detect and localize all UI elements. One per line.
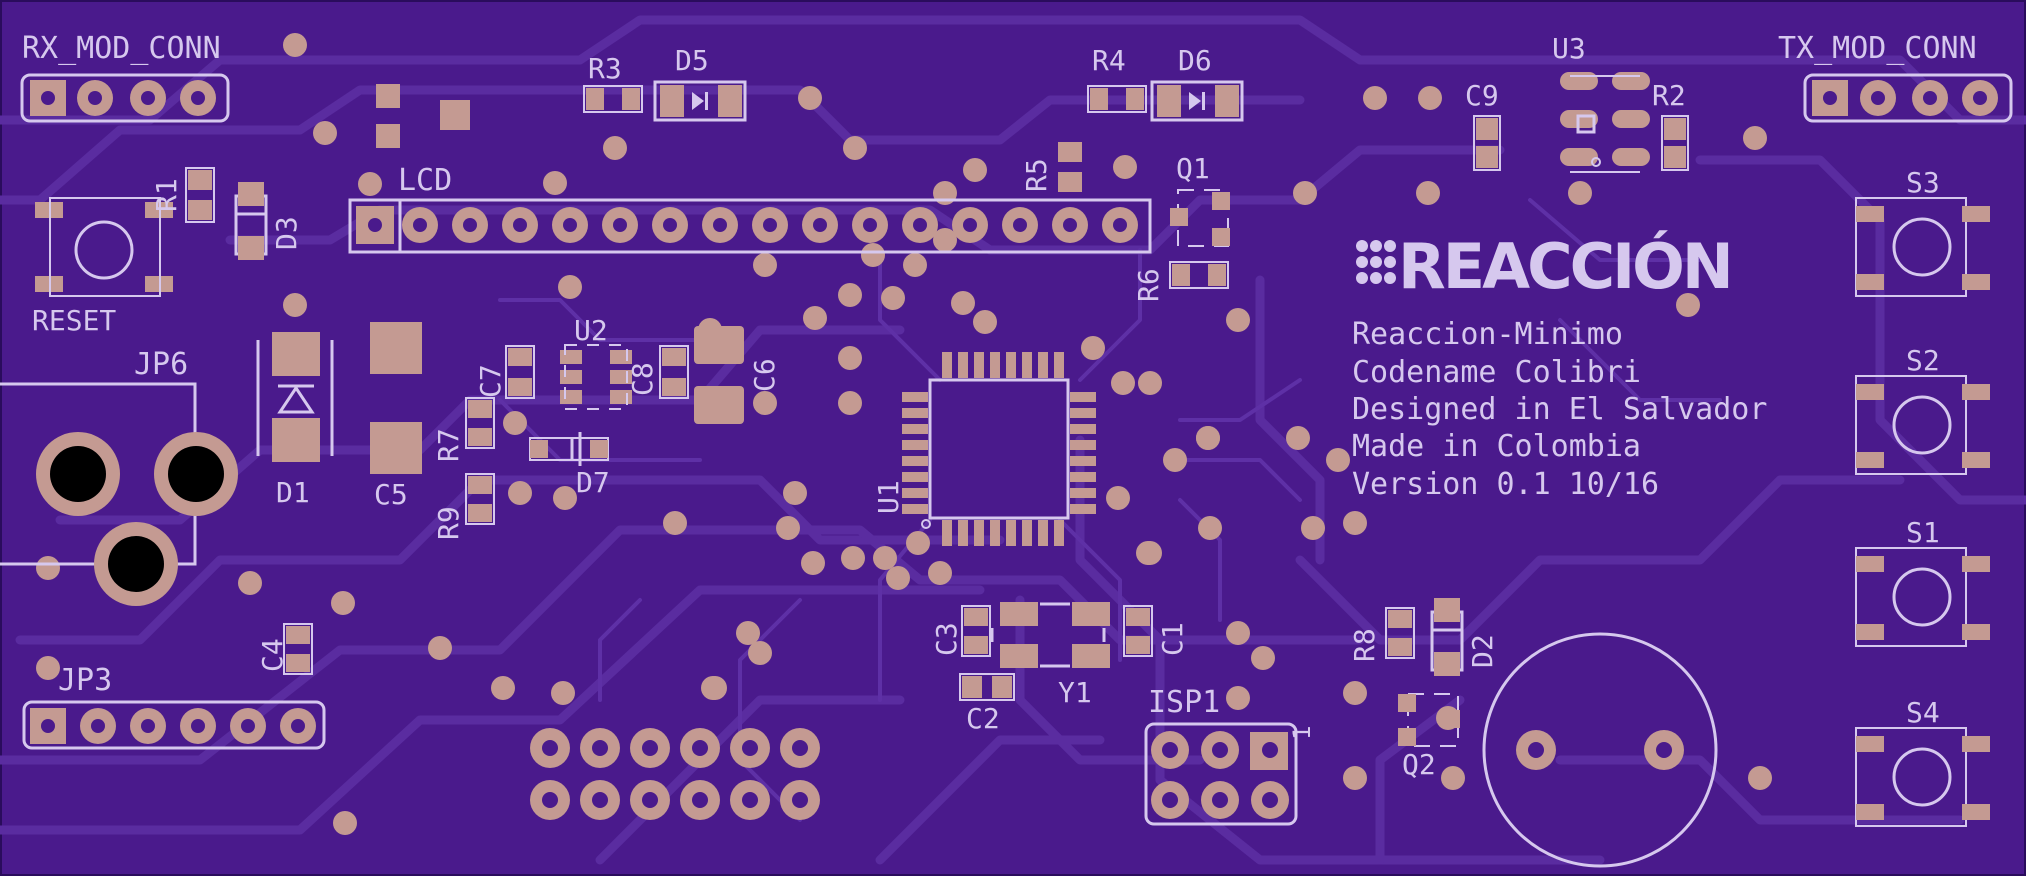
c9-capacitor bbox=[1473, 115, 1501, 171]
info-line: Codename Colibri bbox=[1352, 355, 1641, 390]
y1-crystal bbox=[990, 602, 1110, 668]
jp3-label: JP3 bbox=[58, 663, 112, 698]
lcd-label: LCD bbox=[398, 163, 452, 198]
r8-resistor bbox=[1385, 607, 1415, 659]
r9-resistor bbox=[465, 473, 495, 525]
r8-label: R8 bbox=[1348, 628, 1381, 662]
c3-capacitor bbox=[961, 605, 991, 657]
u3-label: U3 bbox=[1552, 32, 1586, 65]
r7-label: R7 bbox=[432, 428, 465, 462]
c5-label: C5 bbox=[374, 478, 408, 511]
s3-switch bbox=[1855, 197, 1990, 297]
c2-label: C2 bbox=[966, 702, 1000, 735]
r2-resistor bbox=[1661, 115, 1689, 171]
buzzer-footprint bbox=[1482, 632, 1718, 868]
u1-label: U1 bbox=[872, 480, 905, 514]
c5-capacitor bbox=[370, 322, 422, 474]
smd-pads-top bbox=[376, 84, 470, 148]
r3-label: R3 bbox=[588, 52, 622, 85]
d3-diode bbox=[234, 182, 268, 260]
info-line: Reaccion-Minimo bbox=[1352, 317, 1623, 352]
d1-diode bbox=[256, 332, 334, 462]
reaccion-logo-text: REACCIÓN bbox=[1398, 230, 1731, 303]
q2-label: Q2 bbox=[1402, 748, 1436, 781]
reset-button-footprint bbox=[35, 197, 173, 297]
c7-capacitor bbox=[505, 345, 535, 399]
c4-label: C4 bbox=[256, 638, 289, 672]
s1-label: S1 bbox=[1906, 516, 1940, 549]
c8-capacitor bbox=[659, 345, 689, 399]
d6-diode bbox=[1150, 80, 1244, 122]
d2-label: D2 bbox=[1466, 634, 1499, 668]
d2-diode bbox=[1430, 598, 1464, 676]
c8-label: C8 bbox=[626, 362, 659, 396]
r1-label: R1 bbox=[150, 178, 183, 212]
jp3-header bbox=[22, 700, 326, 750]
c1-label: C1 bbox=[1156, 622, 1189, 656]
expansion-header-2x6 bbox=[530, 728, 820, 820]
c7-label: C7 bbox=[474, 364, 507, 398]
board-info-text: Reaccion-Minimo Codename Colibri Designe… bbox=[1352, 317, 1767, 502]
s3-label: S3 bbox=[1906, 166, 1940, 199]
c3-label: C3 bbox=[930, 622, 963, 656]
r2-label: R2 bbox=[1652, 79, 1686, 112]
info-line: Designed in El Salvador bbox=[1352, 392, 1767, 427]
r5-label: R5 bbox=[1020, 158, 1053, 192]
q2-transistor bbox=[1398, 693, 1460, 747]
r4-label: R4 bbox=[1092, 44, 1126, 77]
s1-switch bbox=[1855, 547, 1990, 647]
rx-mod-connector bbox=[20, 73, 230, 123]
c2-capacitor bbox=[959, 673, 1015, 701]
isp1-label: ISP1 bbox=[1148, 685, 1220, 720]
r6-label: R6 bbox=[1132, 268, 1165, 302]
lcd-header bbox=[348, 198, 1152, 254]
isp1-header bbox=[1144, 722, 1298, 826]
u2-label: U2 bbox=[574, 314, 608, 347]
d1-label: D1 bbox=[276, 476, 310, 509]
reaccion-logo-mark bbox=[1356, 240, 1396, 284]
r4-resistor bbox=[1087, 85, 1147, 113]
jp6-label: JP6 bbox=[134, 347, 188, 382]
r7-resistor bbox=[465, 397, 495, 449]
y1-label: Y1 bbox=[1058, 676, 1092, 709]
c6-label: C6 bbox=[748, 358, 781, 392]
s2-switch bbox=[1855, 375, 1990, 475]
d7-diode bbox=[529, 432, 609, 466]
tx-mod-connector bbox=[1803, 73, 2013, 123]
d3-label: D3 bbox=[270, 216, 303, 250]
r9-label: R9 bbox=[432, 506, 465, 540]
tx-conn-label: TX_MOD_CONN bbox=[1778, 31, 1977, 66]
u1-microcontroller bbox=[902, 352, 1096, 546]
rx-conn-label: RX_MOD_CONN bbox=[22, 31, 221, 66]
r6-resistor bbox=[1169, 261, 1229, 289]
u3-ic bbox=[1560, 72, 1650, 173]
d5-diode bbox=[653, 80, 747, 122]
s4-switch bbox=[1855, 727, 1990, 827]
d7-label: D7 bbox=[576, 466, 610, 499]
d5-label: D5 bbox=[675, 44, 709, 77]
c1-capacitor bbox=[1123, 605, 1153, 657]
r1-resistor bbox=[185, 167, 215, 223]
s4-label: S4 bbox=[1906, 696, 1940, 729]
s2-label: S2 bbox=[1906, 344, 1940, 377]
r5-resistor bbox=[1058, 142, 1082, 192]
info-line: Version 0.1 10/16 bbox=[1352, 467, 1659, 502]
u2-ic bbox=[560, 344, 632, 410]
q1-transistor bbox=[1170, 189, 1230, 247]
vias bbox=[36, 33, 1772, 835]
d6-label: D6 bbox=[1178, 44, 1212, 77]
reset-label: RESET bbox=[32, 304, 116, 337]
c9-label: C9 bbox=[1465, 79, 1499, 112]
info-line: Made in Colombia bbox=[1352, 429, 1641, 464]
r3-resistor bbox=[583, 85, 643, 113]
isp1-pin1-label: 1 bbox=[1288, 726, 1316, 740]
jp6-power-jack bbox=[0, 382, 238, 606]
c6-capacitor bbox=[694, 326, 744, 424]
c4-capacitor bbox=[283, 623, 313, 675]
q1-label: Q1 bbox=[1176, 152, 1210, 185]
